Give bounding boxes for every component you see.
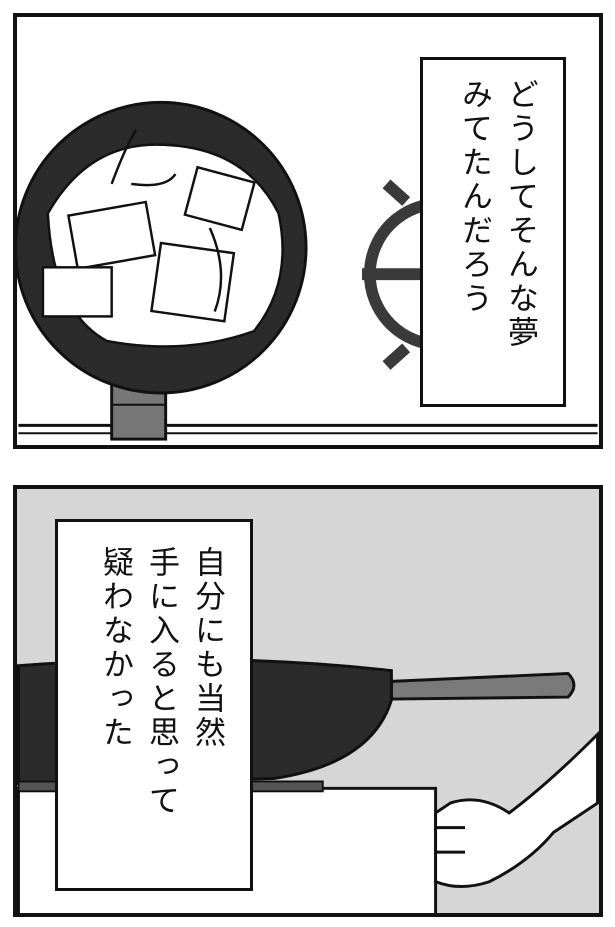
caption-line: 手に入ると思って	[143, 546, 179, 818]
food-in-pan	[41, 129, 284, 348]
caption-line: どうしてそんな夢	[502, 78, 538, 350]
caption-line: 疑わなかった	[97, 546, 133, 750]
comic-panel-1: どうしてそんな夢 みてたんだろう	[13, 13, 603, 449]
comic-panel-2: 自分にも当然 手に入ると思って 疑わなかった	[13, 485, 603, 917]
caption-box: 自分にも当然 手に入ると思って 疑わなかった	[55, 519, 253, 891]
caption-line: みてたんだろう	[456, 78, 492, 316]
hand	[434, 730, 599, 888]
pan-illustration	[17, 100, 598, 441]
wok-handle	[389, 672, 576, 701]
caption-line: 自分にも当然	[189, 546, 225, 750]
caption-box: どうしてそんな夢 みてたんだろう	[420, 57, 566, 407]
